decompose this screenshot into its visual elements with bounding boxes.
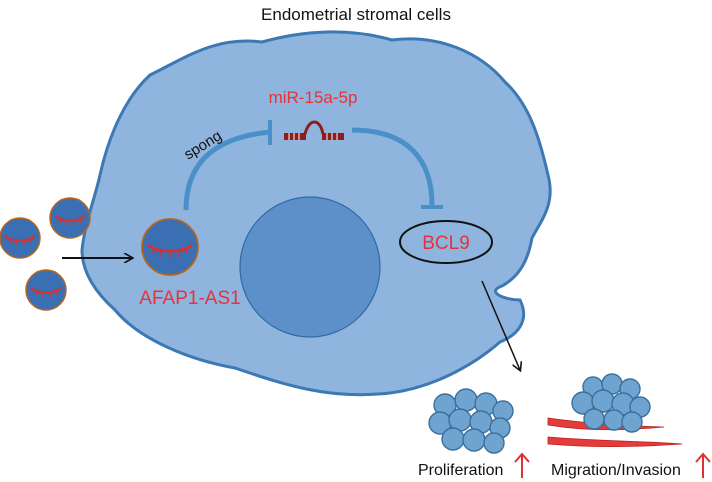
nucleus [239,196,381,338]
mirna-hairpin-icon [284,120,344,140]
outcome-arrow [481,280,520,370]
migration-cluster-icon [547,373,683,448]
exosome-icon [49,197,91,239]
up-arrow-icon [514,452,530,478]
exosome-icon [0,217,41,259]
target-label: BCL9 [422,233,470,254]
proliferation-label: Proliferation [418,462,503,479]
internal-exosome-icon [141,218,199,276]
lncrna-label: AFAP1-AS1 [139,288,240,309]
migration-label: Migration/Invasion [551,462,681,479]
up-arrow-icon [695,452,711,478]
cell-cluster-icon [428,388,514,454]
mirna-label: miR-15a-5p [269,88,358,107]
diagram-title: Endometrial stromal cells [261,5,451,24]
target-oval [399,220,493,264]
exosome-icon [25,269,67,311]
mirna-inhibition-arc [351,127,435,206]
sponge-inhibition-arc [183,129,271,211]
